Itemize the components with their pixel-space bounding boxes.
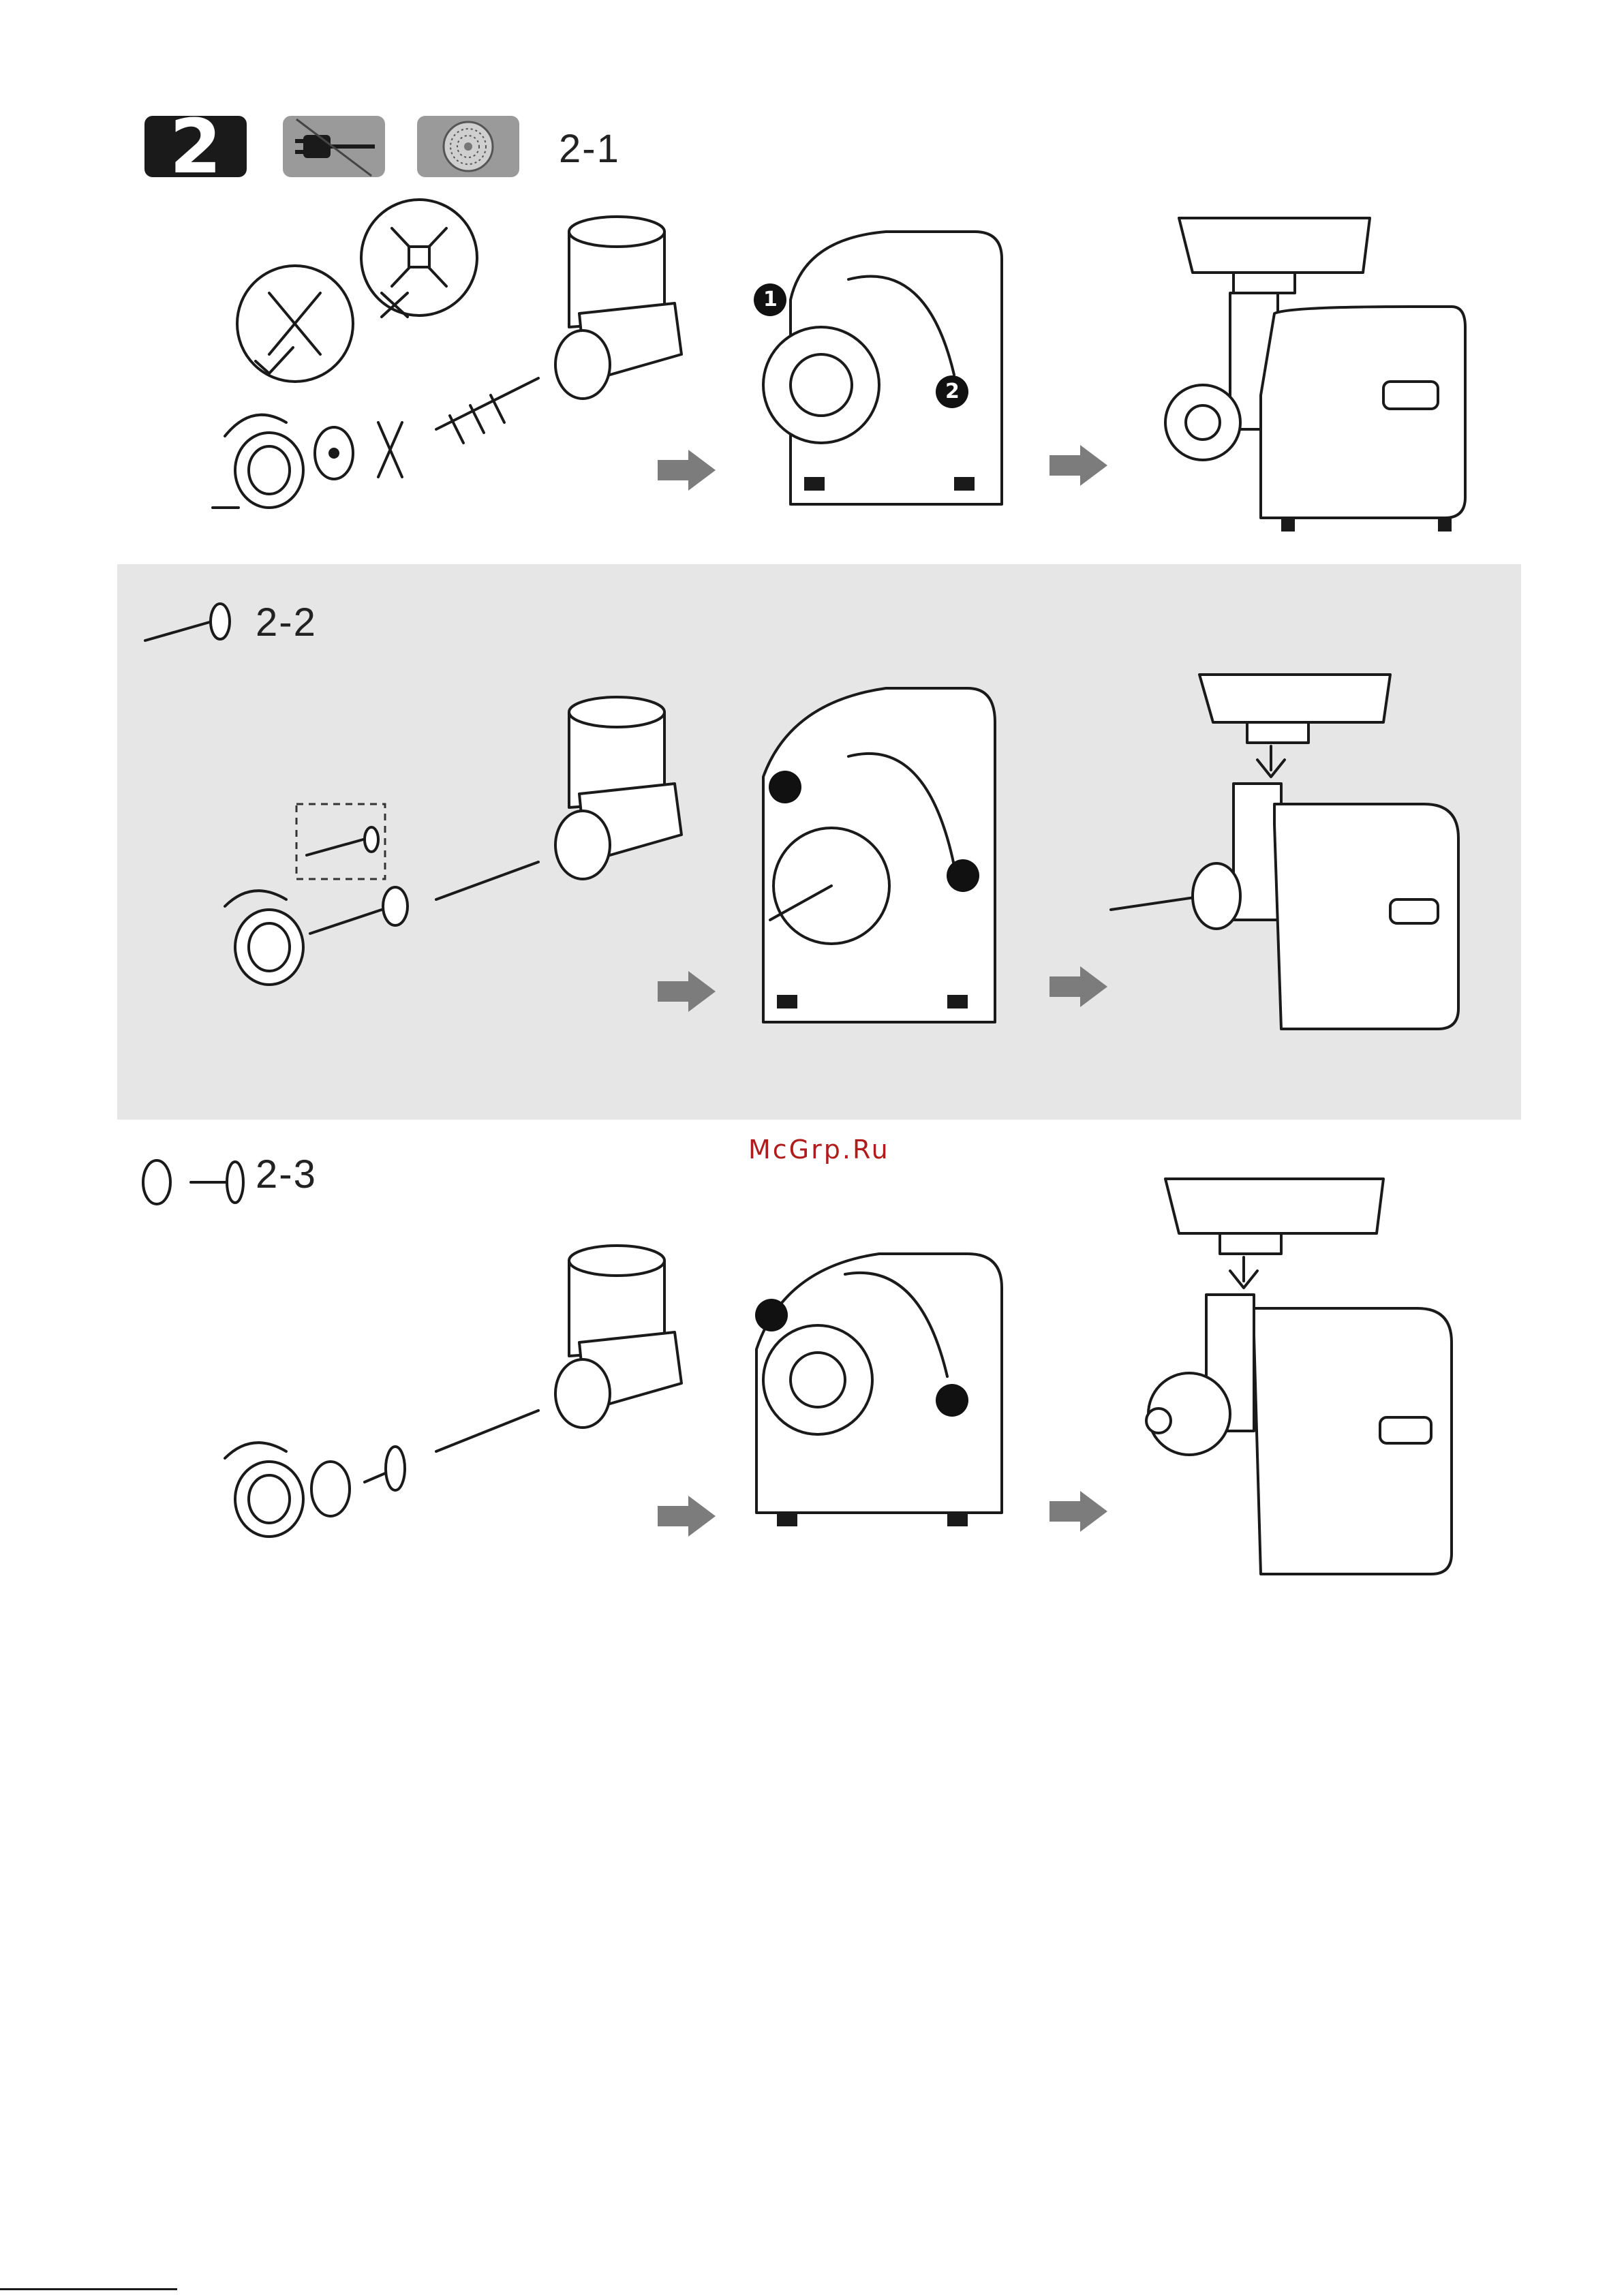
machine-complete-2-2	[1104, 668, 1486, 1049]
machine-complete-2-1	[1165, 177, 1486, 545]
sausage-tube-icon	[142, 600, 237, 654]
arrow-right-icon	[658, 450, 719, 491]
kebbe-attachment-icon	[136, 1152, 252, 1213]
assembly-exploded-view-2-2	[0, 681, 695, 1022]
section-label-2-3: 2-3	[256, 1152, 317, 1197]
arrow-right-icon	[658, 1496, 719, 1537]
footer-rule	[0, 2288, 177, 2290]
machine-complete-2-3	[1131, 1165, 1486, 1581]
assembly-exploded-view-2-1	[0, 0, 695, 545]
machine-attach-2-2	[750, 681, 1036, 1022]
marker-two-label: 2	[945, 380, 960, 403]
watermark: McGrp.Ru	[748, 1135, 890, 1165]
section-label-2-2: 2-2	[256, 600, 317, 645]
assembly-exploded-view-2-3	[0, 1247, 695, 1560]
arrow-right-icon	[1050, 445, 1111, 486]
arrow-right-icon	[658, 971, 719, 1012]
machine-attach-2-1: 1 2	[750, 218, 1036, 532]
arrow-right-icon	[1050, 966, 1111, 1007]
machine-attach-2-3	[743, 1247, 1043, 1540]
marker-one-label: 1	[763, 288, 778, 311]
arrow-right-icon	[1050, 1491, 1111, 1532]
